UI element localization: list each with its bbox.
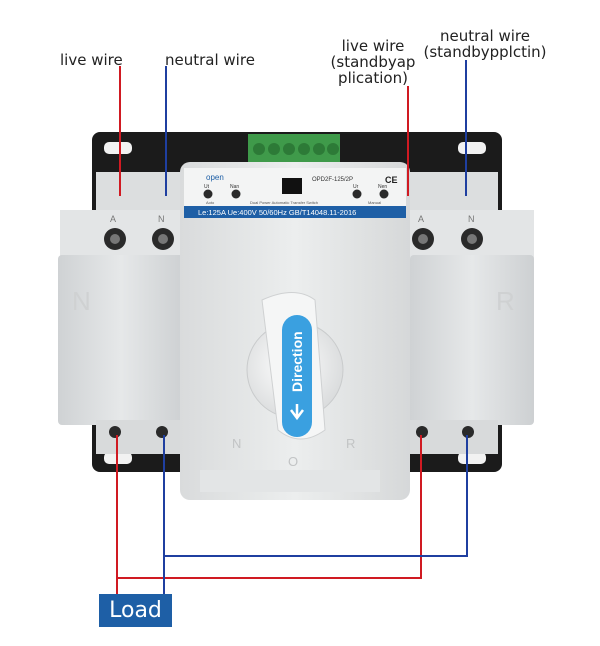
left-breaker-top	[96, 172, 184, 212]
indicator-label-nan: Nan	[230, 184, 239, 190]
dial-label-n: N	[232, 436, 241, 451]
indicator-led	[352, 189, 362, 199]
arrow-down-icon	[290, 404, 304, 421]
load-neutral-loop	[163, 435, 468, 557]
mount-slot	[458, 142, 486, 154]
product-description: Dual Power Automatic Transfer Switch	[250, 200, 318, 205]
label-line: plication)	[338, 69, 408, 87]
dial-label-o: O	[288, 454, 298, 469]
model-number: OPD2F-125/2P	[312, 177, 353, 183]
right-breaker-top	[410, 172, 498, 212]
indicator-led	[203, 189, 213, 199]
dial-label-r: R	[346, 436, 355, 451]
rating-text: Le:125A Ue:400V 50/60Hz GB/T14048.11-201…	[198, 208, 356, 217]
left-breaker-bottom	[96, 420, 184, 454]
label-line: neutral wire	[440, 27, 530, 45]
mode-auto-label: Aoto	[206, 200, 215, 205]
right-breaker-body	[410, 255, 534, 425]
indicator-label-ur: Ur	[353, 184, 359, 190]
mount-slot	[458, 452, 486, 464]
left-breaker-body	[58, 255, 184, 425]
indicator-label-nen: Nen	[378, 184, 387, 190]
bottom-plate	[200, 470, 380, 492]
brand-logo: open	[206, 173, 224, 182]
handle-direction-badge	[282, 315, 312, 437]
side-label-right: R	[496, 286, 515, 316]
rating-strip	[184, 206, 406, 218]
label-neutral-wire-standby: neutral wire (standbypplctin)	[420, 28, 550, 60]
terminal-label-a-left: A	[110, 214, 116, 224]
mode-manual-label: Manual	[368, 200, 381, 205]
indicator-label-ut: Ut	[204, 184, 210, 190]
indicator-led	[379, 189, 389, 199]
label-line: (standbypplctin)	[423, 43, 547, 61]
indicator-led	[231, 189, 241, 199]
load-live-loop	[116, 435, 422, 579]
load-label: Load	[99, 594, 172, 627]
handle-direction-text: Direction	[289, 331, 305, 392]
label-line: (standbyap	[330, 53, 416, 71]
terminal-label-n-left: N	[158, 214, 165, 224]
ce-mark: CE	[385, 175, 398, 185]
label-live-wire-standby: live wire (standbyap plication)	[328, 38, 418, 86]
side-label-left: N	[72, 286, 91, 316]
label-line: live wire	[341, 37, 405, 55]
terminal-label-a-right: A	[418, 214, 424, 224]
terminal-label-n-right: N	[468, 214, 475, 224]
label-live-wire: live wire	[60, 51, 123, 69]
mount-slot	[104, 142, 132, 154]
label-neutral-wire: neutral wire	[165, 51, 255, 69]
mode-switch	[282, 178, 302, 194]
